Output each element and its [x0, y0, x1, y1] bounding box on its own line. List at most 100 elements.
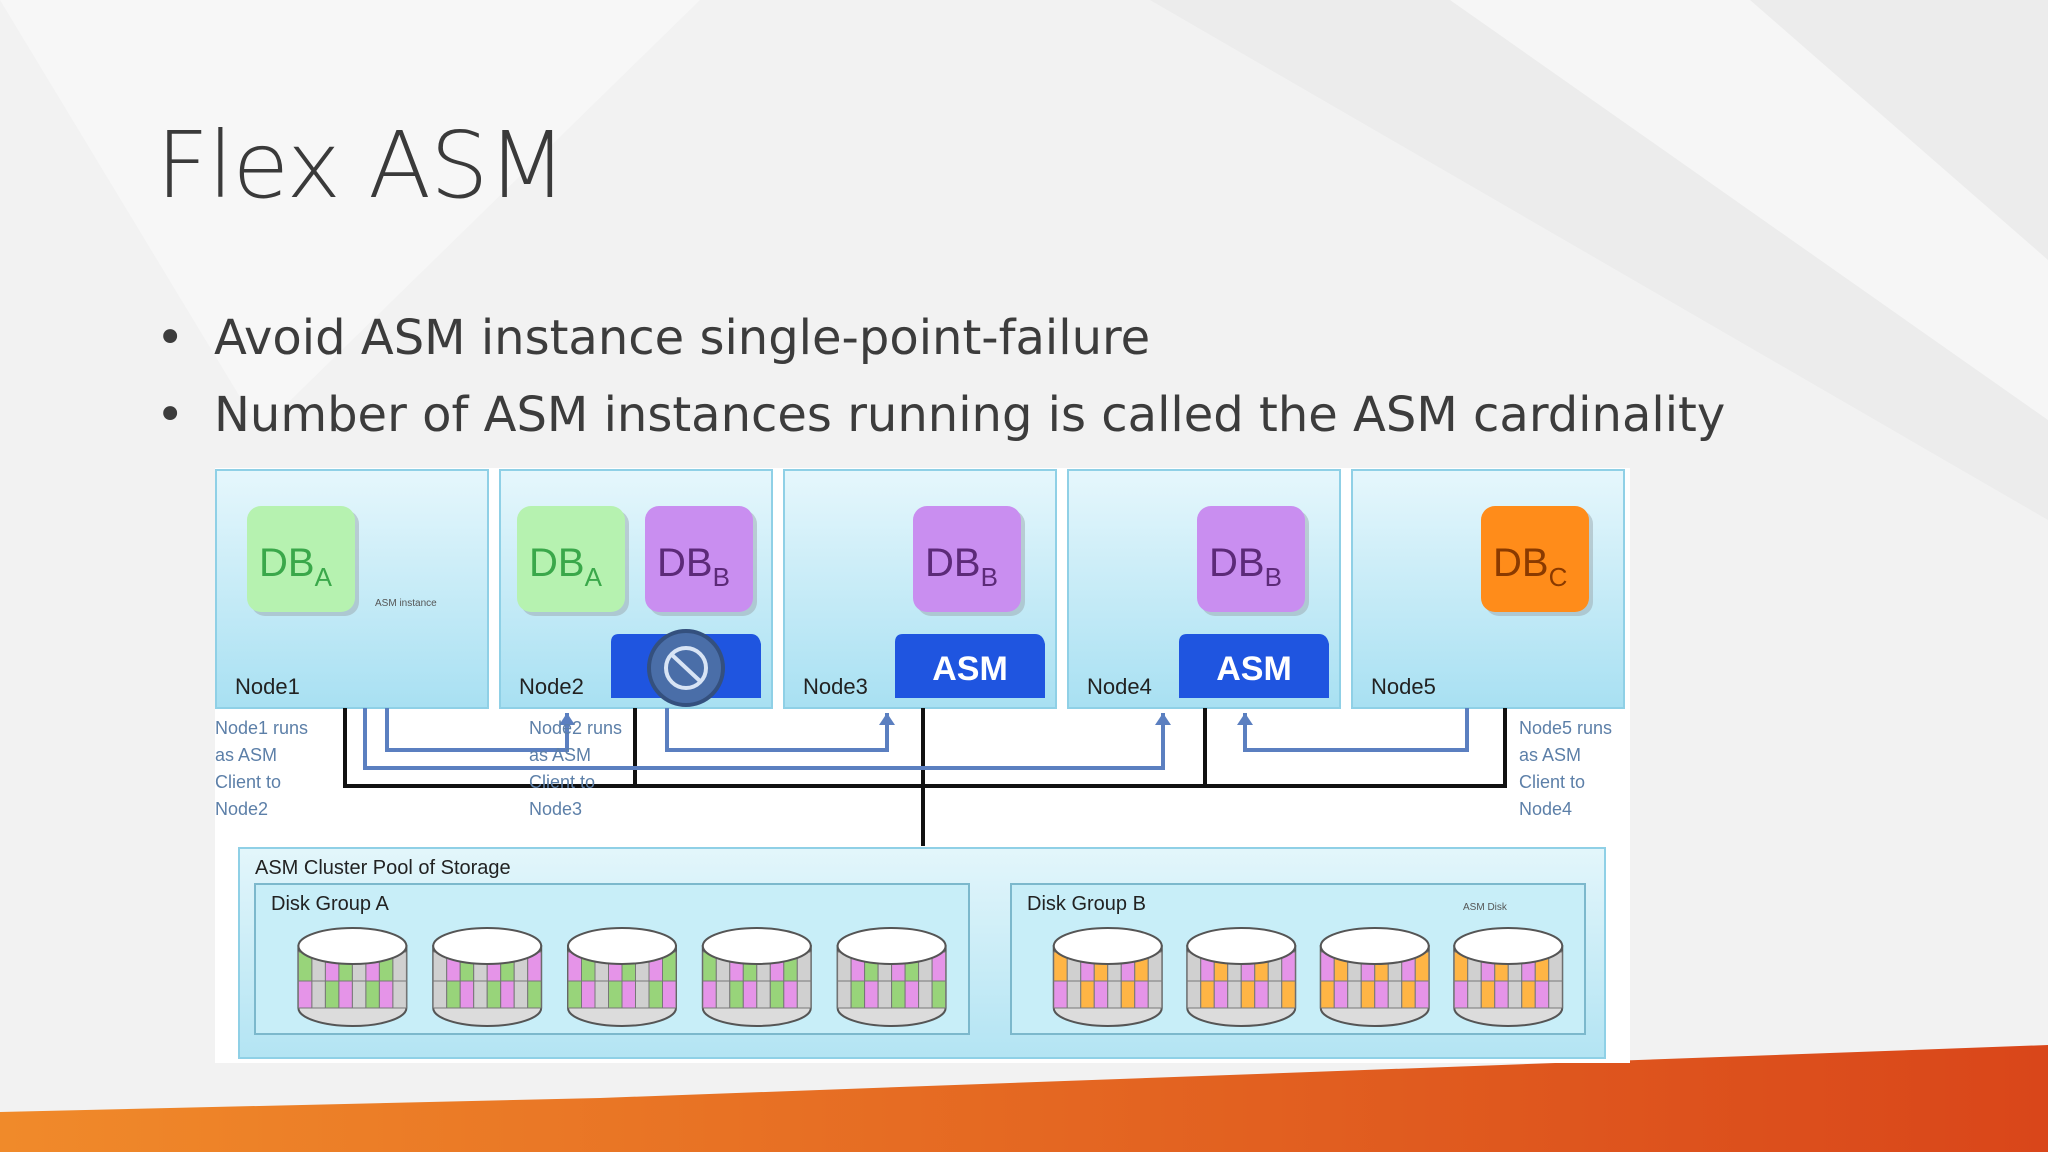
disk-segment [1401, 980, 1416, 1009]
disk-segment [365, 980, 380, 1009]
db-subscript: A [585, 562, 603, 592]
disk-segment [446, 980, 461, 1009]
disk-segment [891, 980, 906, 1009]
disk-segment [1347, 980, 1362, 1009]
client-link-node1 [363, 708, 1165, 770]
disk-segment [1507, 980, 1523, 1009]
arrowhead [559, 713, 575, 725]
asm-label: ASM [1216, 650, 1292, 688]
disk-segment [378, 980, 394, 1009]
disk-segment [1254, 980, 1269, 1009]
disk-group-label: Disk Group B [1027, 893, 1146, 915]
disk-segment [648, 980, 663, 1009]
interconnect-bus [343, 708, 1207, 788]
arrowhead [1237, 713, 1253, 725]
interconnect-bus-right [1205, 708, 1507, 788]
disk-segment [796, 980, 812, 1009]
storage-pool-label: ASM Cluster Pool of Storage [255, 857, 511, 879]
asm-instance-box [1179, 634, 1329, 698]
client-note-line: Client to [1519, 772, 1585, 792]
disk-top [701, 927, 812, 965]
disk-segment [1120, 980, 1136, 1009]
client-note-line: Node2 runs [529, 718, 622, 738]
disk-segment [1480, 980, 1496, 1009]
disk-segment [877, 980, 893, 1009]
disk-segment [608, 980, 623, 1009]
disk-segment [635, 980, 650, 1009]
disk-icon [701, 927, 812, 1027]
db-box [1481, 506, 1589, 612]
disk-segment [702, 980, 717, 1009]
disk-segment [904, 980, 920, 1009]
disk-segment [432, 980, 448, 1009]
disk-segment [1186, 980, 1202, 1009]
db-subscript: B [1265, 562, 1282, 592]
client-link-node1b [385, 708, 569, 752]
asm-instance-box [895, 634, 1045, 698]
disk-group-label: Disk Group A [271, 893, 389, 915]
disk-segment [1213, 980, 1229, 1009]
disk-segment [931, 980, 947, 1009]
node-label: Node2 [519, 674, 584, 699]
disk-top [1453, 927, 1564, 965]
node-label: Node5 [1371, 674, 1436, 699]
client-note-line: Node2 [215, 799, 268, 819]
bullet-dot: • [156, 310, 185, 366]
disk-segment [1267, 980, 1283, 1009]
disk-segment [715, 980, 731, 1009]
disk-segment [729, 980, 744, 1009]
disk-top [1052, 927, 1163, 965]
disk-segment [769, 980, 785, 1009]
disk-segment [1107, 980, 1122, 1009]
disk-icon [1319, 927, 1430, 1027]
disk-segment [581, 980, 596, 1009]
disk-segment [742, 980, 758, 1009]
failed-icon-slash [669, 652, 703, 684]
bullet-1-text: Avoid ASM instance single-point-failure [214, 310, 1151, 366]
client-note-line: as ASM [529, 745, 591, 765]
disk-segment [594, 980, 609, 1009]
disk-segment [1240, 980, 1256, 1009]
disk-group-note: ASM Disk [1463, 902, 1508, 913]
disk-top [1319, 927, 1430, 965]
client-link-node2 [665, 708, 889, 752]
disk-segment [1453, 980, 1469, 1009]
disk-segment [1333, 980, 1349, 1009]
disk-segment [311, 980, 326, 1009]
disk-icon [1052, 927, 1163, 1027]
disk-top [567, 927, 677, 965]
disk-icon [432, 927, 543, 1027]
disk-segment [850, 980, 866, 1009]
failed-icon-ring [664, 646, 708, 690]
client-note-line: Client to [215, 772, 281, 792]
disk-segment [351, 980, 367, 1009]
db-box [913, 506, 1021, 612]
disk-segment [473, 980, 488, 1009]
disk-segment [1494, 980, 1509, 1009]
disk-segment [918, 980, 933, 1009]
node-label: Node3 [803, 674, 868, 699]
disk-segment [837, 980, 852, 1009]
client-note-line: Node4 [1519, 799, 1572, 819]
client-note-line: Node1 runs [215, 718, 308, 738]
disk-segment [1200, 980, 1215, 1009]
node-label: Node4 [1087, 674, 1152, 699]
disk-segment [662, 980, 677, 1009]
node-note: ASM instance [375, 598, 437, 609]
disk-segment [1374, 980, 1389, 1009]
disk-segment [621, 980, 636, 1009]
orange-footer-band [0, 1045, 2048, 1152]
bullet-1: • Avoid ASM instance single-point-failure [156, 310, 1150, 366]
disk-segment [1227, 980, 1242, 1009]
disk-segment [1521, 980, 1536, 1009]
db-box [517, 506, 625, 612]
disk-segment [1387, 980, 1403, 1009]
db-box [645, 506, 753, 612]
disk-segment [864, 980, 879, 1009]
disk-icon [836, 927, 947, 1027]
disk-icon [297, 927, 408, 1027]
disk-segment [297, 980, 313, 1009]
